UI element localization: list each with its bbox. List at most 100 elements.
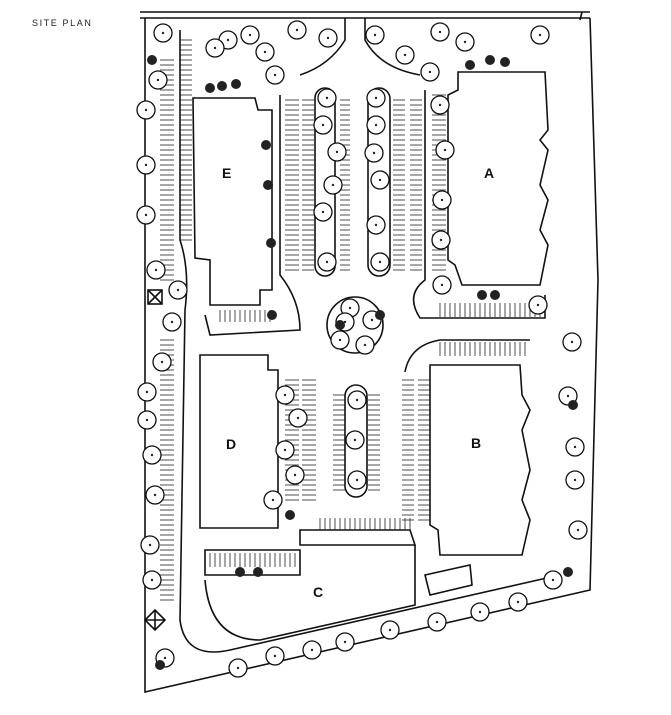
tree-center-dot [154, 268, 158, 272]
tree-center-dot [150, 453, 154, 457]
tree-center-dot [271, 498, 275, 502]
tree-center-dot [321, 210, 325, 214]
tree-center-dot [331, 183, 335, 187]
tree-center-dot [273, 73, 277, 77]
tree-center-dot [213, 46, 217, 50]
tree-center-dot [353, 438, 357, 442]
tree-center-dot [161, 31, 165, 35]
shrub-icon [568, 400, 578, 410]
tree-center-dot [163, 656, 167, 660]
parking-islands [314, 87, 391, 498]
tree-center-dot [160, 360, 164, 364]
shrub-icon [500, 57, 510, 67]
building-label-c: C [313, 584, 323, 600]
tree-center-dot [144, 213, 148, 217]
shrub-icon [205, 83, 215, 93]
tree-center-dot [144, 108, 148, 112]
shrub-icon [253, 567, 263, 577]
shrub-icon [490, 290, 500, 300]
shrub-icon [235, 567, 245, 577]
tree-center-dot [566, 394, 570, 398]
building-e: E [192, 97, 273, 306]
tree-center-dot [443, 148, 447, 152]
tree-center-dot [378, 260, 382, 264]
tree-center-dot [310, 648, 314, 652]
tree-center-dot [538, 33, 542, 37]
tree-center-dot [573, 445, 577, 449]
shrub-icon [217, 81, 227, 91]
tree-center-dot [438, 103, 442, 107]
tree-center-dot [516, 600, 520, 604]
tree-center-dot [295, 28, 299, 32]
tree-center-dot [440, 198, 444, 202]
tree-center-dot [150, 578, 154, 582]
tree-center-dot [343, 320, 347, 324]
building-b: B [429, 364, 531, 556]
shrub-icon [231, 79, 241, 89]
building-label-e: E [222, 165, 231, 181]
building-label-d: D [226, 436, 236, 452]
tree-center-dot [536, 303, 540, 307]
tree-center-dot [576, 528, 580, 532]
tree-center-dot [144, 163, 148, 167]
tree-center-dot [374, 223, 378, 227]
building-d: D [199, 354, 279, 529]
tree-center-dot [355, 478, 359, 482]
tree-center-dot [283, 448, 287, 452]
tree-center-dot [326, 36, 330, 40]
tree-center-dot [145, 390, 149, 394]
tree-center-dot [374, 96, 378, 100]
tree-center-dot [343, 640, 347, 644]
tree-center-dot [378, 178, 382, 182]
drive-aisles [179, 18, 561, 653]
shrub-icon [477, 290, 487, 300]
shrub-icon [266, 238, 276, 248]
tree-center-dot [226, 38, 230, 42]
tree-center-dot [338, 338, 342, 342]
shrub-icon [375, 310, 385, 320]
shrub-icon [263, 180, 273, 190]
tree-center-dot [148, 543, 152, 547]
building-c-area: C [313, 584, 323, 600]
tree-center-dot [438, 30, 442, 34]
tree-center-dot [435, 620, 439, 624]
tree-center-dot [573, 478, 577, 482]
tree-center-dot [145, 418, 149, 422]
tree-center-dot [293, 473, 297, 477]
tree-center-dot [283, 393, 287, 397]
tree-center-dot [551, 578, 555, 582]
tree-center-dot [176, 288, 180, 292]
site-markers [143, 289, 167, 632]
shrub-icon [335, 320, 345, 330]
tree-center-dot [363, 343, 367, 347]
tree-center-dot [570, 340, 574, 344]
tree-center-dot [273, 654, 277, 658]
tree-center-dot [325, 260, 329, 264]
trees [136, 20, 588, 678]
building-label-a: A [484, 165, 494, 181]
site-plan-title: SITE PLAN [32, 18, 93, 28]
shrub-icon [465, 60, 475, 70]
shrub-icon [485, 55, 495, 65]
tree-center-dot [388, 628, 392, 632]
tree-center-dot [439, 238, 443, 242]
tree-center-dot [428, 70, 432, 74]
building-label-b: B [471, 435, 481, 451]
shrub-icon [147, 55, 157, 65]
tree-center-dot [373, 33, 377, 37]
tree-center-dot [374, 123, 378, 127]
tree-center-dot [348, 306, 352, 310]
building-a: A [447, 71, 549, 286]
tree-center-dot [370, 318, 374, 322]
shrub-icon [267, 310, 277, 320]
tree-center-dot [263, 50, 267, 54]
tree-center-dot [372, 151, 376, 155]
tree-center-dot [170, 320, 174, 324]
tree-center-dot [321, 123, 325, 127]
tree-center-dot [335, 150, 339, 154]
tree-center-dot [403, 53, 407, 57]
tree-center-dot [355, 398, 359, 402]
tree-center-dot [440, 283, 444, 287]
tree-center-dot [463, 40, 467, 44]
